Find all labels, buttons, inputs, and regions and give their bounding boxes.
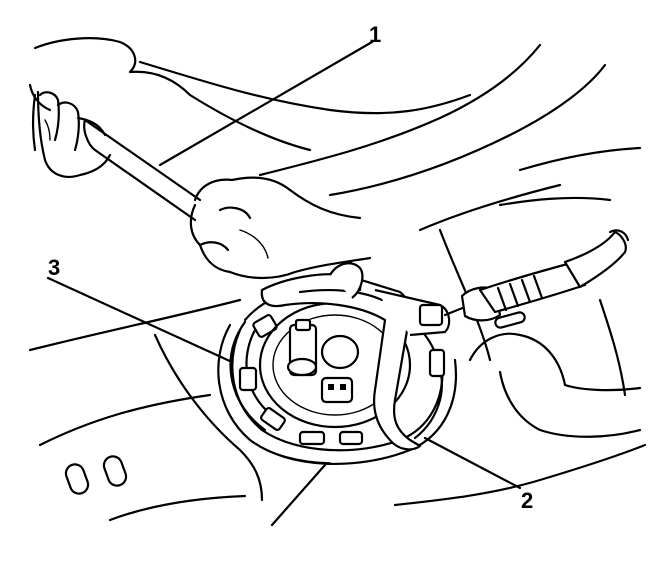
callout-3: 3: [48, 255, 61, 280]
lock-ring: [229, 283, 446, 446]
pump-module-flange: [217, 323, 457, 466]
callout-2: 2: [521, 488, 534, 513]
tank-slots: [64, 455, 128, 495]
right-hand: [189, 176, 372, 280]
tool-bar: [83, 118, 202, 222]
pump-module-top: [258, 301, 412, 429]
lock-ring-tool: [260, 260, 451, 451]
left-hand: [28, 37, 192, 178]
leader-lines: [46, 40, 522, 527]
leader-line-bottom: [270, 463, 327, 527]
callout-1: 1: [369, 22, 382, 47]
fuel-line: [443, 229, 630, 329]
leader-line-1: [158, 40, 374, 167]
leader-line-2: [423, 436, 522, 490]
leader-line-3: [46, 276, 234, 364]
arms: [138, 43, 607, 197]
